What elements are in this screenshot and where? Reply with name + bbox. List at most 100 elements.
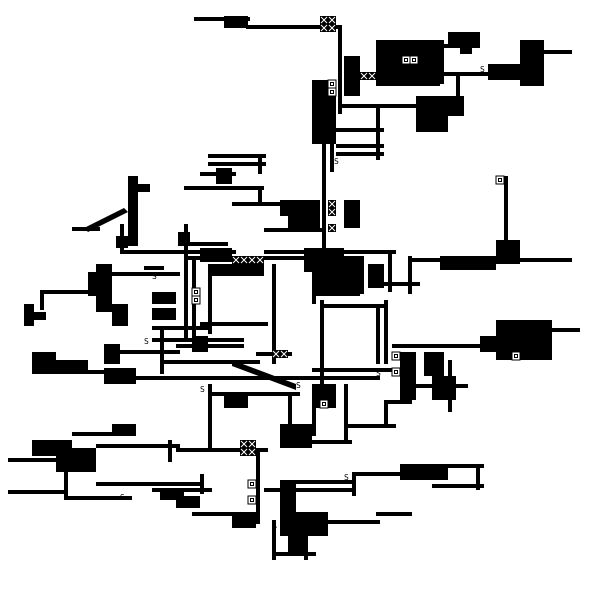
corridor-segment (432, 484, 484, 488)
room-block (152, 308, 176, 320)
corridor-segment (312, 376, 380, 380)
node-box-icon (327, 79, 337, 89)
corridor-segment (264, 488, 356, 492)
corridor-segment (184, 256, 348, 260)
x-marker-icon (240, 448, 248, 456)
room-block (288, 216, 320, 228)
x-marker-icon (272, 350, 280, 358)
corridor-segment (384, 400, 388, 428)
room-block (112, 424, 136, 432)
corridor-segment (448, 464, 484, 468)
corridor-segment (288, 392, 292, 436)
map-glyph-label: S (152, 272, 157, 281)
room-block (56, 448, 96, 472)
corridor-segment (440, 72, 524, 76)
corridor-segment (64, 456, 68, 500)
corridor-segment (336, 152, 384, 156)
corridor-segment (208, 392, 300, 396)
corridor-segment (104, 376, 316, 380)
room-block (488, 64, 520, 80)
room-block (192, 336, 208, 352)
node-box-icon (409, 55, 419, 65)
corridor-segment (120, 250, 236, 254)
x-marker-icon (320, 24, 328, 32)
node-box-icon (247, 479, 257, 489)
room-block (280, 424, 312, 448)
map-glyph-label: S (112, 343, 117, 352)
corridor-segment (200, 474, 204, 494)
room-block (88, 272, 104, 296)
room-layer (24, 16, 552, 552)
room-block (56, 360, 88, 372)
map-glyph-label: S (296, 381, 301, 390)
room-block (344, 200, 360, 228)
corridor-segment (246, 25, 342, 29)
corridor-segment (392, 344, 500, 348)
corridor-segment (64, 496, 132, 500)
room-block (280, 200, 320, 216)
corridor-segment (184, 186, 264, 190)
corridor-segment (338, 25, 342, 114)
corridor-segment (272, 552, 316, 556)
room-block (424, 352, 444, 376)
x-marker-icon (248, 448, 256, 456)
node-box-icon (391, 351, 401, 361)
corridor-segment (258, 186, 262, 204)
x-marker-icon (368, 72, 376, 80)
corridor-segment (336, 128, 384, 132)
node-box-icon (327, 87, 337, 97)
corridor-segment (256, 448, 260, 524)
corridor-segment (112, 272, 180, 276)
corridor-segment (344, 424, 396, 428)
room-block (280, 480, 296, 512)
map-glyph-label: S (376, 273, 381, 282)
corridor-segment (376, 304, 380, 364)
corridor-segment (192, 512, 260, 516)
corridor-segment (336, 144, 384, 148)
room-block (496, 320, 552, 360)
node-box-icon (391, 367, 401, 377)
room-block (224, 16, 248, 28)
room-block (178, 232, 190, 246)
corridor-segment (96, 482, 204, 486)
room-block (138, 184, 150, 192)
corridor-segment (352, 472, 404, 476)
room-block (288, 536, 304, 552)
x-marker-icon (360, 72, 368, 80)
room-block (368, 264, 384, 288)
map-glyph-label: S (120, 493, 125, 502)
corridor-segment (376, 512, 412, 516)
room-block (460, 44, 472, 54)
corridor-segment (296, 440, 352, 444)
x-marker-icon (328, 24, 336, 32)
x-marker-icon (248, 440, 256, 448)
corridor-segment (296, 480, 356, 484)
node-box-icon (401, 55, 411, 65)
corridor-segment (8, 458, 76, 462)
room-block (208, 264, 264, 276)
corridor-layer (8, 17, 580, 560)
map-glyph-label: S (144, 337, 149, 346)
room-block (24, 304, 34, 326)
room-block (480, 336, 504, 352)
x-marker-icon (232, 256, 240, 264)
x-marker-icon (280, 350, 288, 358)
room-block (128, 176, 138, 246)
room-block (496, 240, 520, 264)
corridor-segment (320, 304, 388, 308)
x-marker-icon (328, 200, 336, 208)
x-marker-icon (320, 16, 328, 24)
corridor-segment (338, 104, 424, 108)
map-glyph-label: S (344, 473, 349, 482)
corridor-segment (8, 490, 68, 494)
room-block (200, 248, 232, 262)
room-block (440, 256, 496, 270)
map-glyph-label: A (272, 521, 277, 530)
corridor-segment (352, 472, 356, 496)
corridor-segment (272, 520, 276, 560)
x-marker-icon (240, 440, 248, 448)
corridor-segment (72, 432, 136, 436)
corridor-segment (384, 400, 412, 404)
